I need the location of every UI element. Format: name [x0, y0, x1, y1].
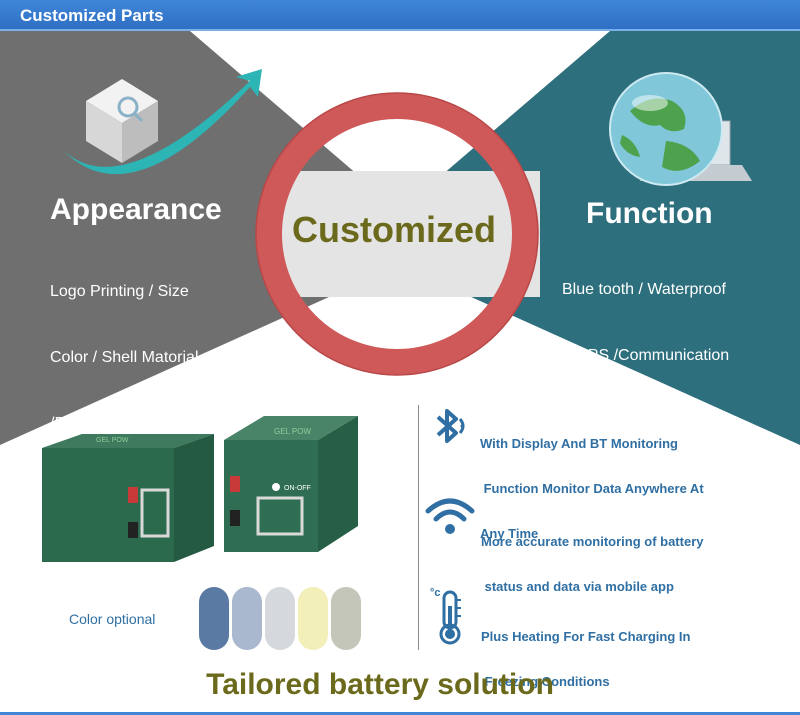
color-swatch — [232, 587, 262, 650]
thermometer-icon: °c — [430, 587, 461, 645]
customization-banner: Appearance Logo Printing / Size Color / … — [0, 31, 800, 445]
customized-label: Customized — [291, 209, 496, 250]
feature-line: Plus Heating For Fast Charging In — [481, 629, 691, 644]
color-swatch — [298, 587, 328, 650]
feature-wifi-text: More accurate monitoring of battery stat… — [481, 504, 703, 609]
red-ring — [256, 93, 538, 375]
function-description: Blue tooth / Waterproof / GPS /Communica… — [562, 235, 729, 477]
feature-line: Any Time — [480, 526, 539, 541]
bottom-border — [0, 712, 800, 715]
feature-line: Freezing Conditions — [481, 674, 610, 689]
globe-icon — [609, 72, 752, 186]
function-desc-line: Protocol / Etc. — [562, 413, 662, 430]
appearance-description: Logo Printing / Size Color / Shell Mator… — [50, 237, 199, 479]
function-heading: Function — [586, 197, 713, 230]
feature-line: status and data via mobile app — [481, 579, 674, 594]
cube-arrow-icon — [62, 69, 262, 175]
banner-graphic — [0, 31, 800, 445]
header-title: Customized Parts — [20, 6, 164, 25]
battery-brand-text: GEL POW — [274, 427, 311, 436]
function-desc-line: / GPS /Communication — [562, 347, 730, 364]
center-band — [280, 171, 540, 297]
color-swatch — [265, 587, 295, 650]
appearance-desc-line: Logo Printing / Size — [50, 283, 189, 300]
feature-bluetooth-text: With Display And BT Monitoring Function … — [480, 406, 704, 556]
feature-line: More accurate monitoring of battery — [481, 534, 704, 549]
color-swatch — [331, 587, 361, 650]
feature-line: Function Monitor Data Anywhere At — [480, 481, 704, 496]
appearance-desc-line: /Etc — [50, 415, 78, 432]
appearance-desc-line: Color / Shell Matorial — [50, 349, 199, 366]
vertical-divider — [418, 405, 419, 650]
battery-illustration: GEL POW GEL POW ON-OFF — [42, 416, 358, 562]
appearance-heading: Appearance — [50, 193, 222, 226]
svg-text:°c: °c — [430, 587, 441, 599]
switch-label: ON-OFF — [284, 485, 311, 492]
wifi-icon — [425, 498, 475, 534]
color-optional-label: Color optional — [69, 611, 156, 627]
red-ring-edge — [255, 92, 539, 376]
color-swatch — [199, 587, 229, 650]
battery-brand-text: GEL POW — [96, 437, 129, 444]
feature-heating-text: Plus Heating For Fast Charging In Freezi… — [481, 599, 690, 704]
function-desc-line: Blue tooth / Waterproof — [562, 281, 726, 298]
bluetooth-icon — [436, 409, 465, 443]
footer-title: Tailored battery solution — [206, 668, 554, 701]
header-bar: Customized Parts — [0, 0, 800, 31]
feature-line: With Display And BT Monitoring — [480, 436, 678, 451]
